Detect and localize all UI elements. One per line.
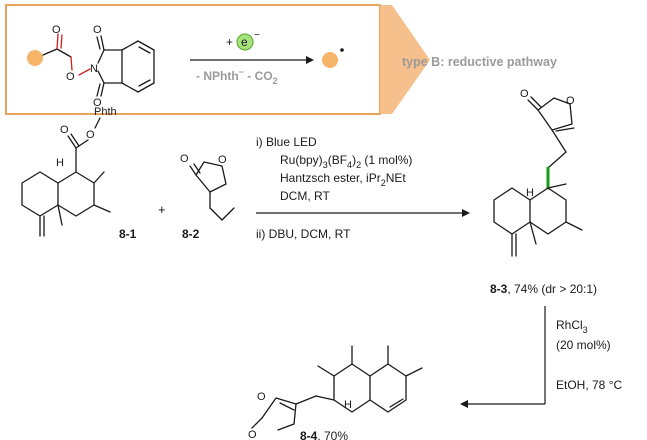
compound-8-4-yield: 8-4, 70% xyxy=(300,429,348,440)
compound-8-1: O O Phth H 8-1 xyxy=(21,106,137,241)
p2-ring-o: O xyxy=(257,391,266,403)
condition-dbu: ii) DBU, DCM, RT xyxy=(256,227,351,241)
electron-circle xyxy=(236,33,254,51)
reaction-conditions-1: i) Blue LED Ru(bpy)3(BF4)2 (1 mol%) Hant… xyxy=(256,135,470,241)
pathway-label: type B: reductive pathway xyxy=(402,55,557,69)
radical-source-circle xyxy=(27,50,43,66)
compound-8-2: O O 8-2 xyxy=(180,153,235,241)
electron-symbol: e xyxy=(241,35,248,49)
pathway-pentagon xyxy=(380,5,430,114)
n-atom: N xyxy=(90,63,98,75)
mechanism-box: type B: reductive pathway O O N O O xyxy=(5,4,557,115)
condition-solvent-i: DCM, RT xyxy=(280,189,330,203)
p2-carbonyl-o: O xyxy=(248,429,257,440)
condition-ethanol: EtOH, 78 °C xyxy=(556,378,622,392)
phth-label: Phth xyxy=(94,106,117,118)
sm1-h-label: H xyxy=(56,157,64,169)
compound-8-4-label: 8-4 xyxy=(300,429,318,440)
electron-charge: − xyxy=(254,30,260,41)
p1-carbonyl-o: O xyxy=(520,88,529,100)
sm1-ester-o: O xyxy=(86,129,95,141)
condition-hantzsch: Hantzsch ester, iPr2NEt xyxy=(280,171,406,188)
p1-h-label: H xyxy=(526,187,534,199)
reaction-plus-sign: + xyxy=(158,202,166,217)
sm2-carbonyl-o: O xyxy=(180,153,189,165)
p2-h-label: H xyxy=(344,399,352,411)
compound-8-3-yield: 8-3, 74% (dr > 20:1) xyxy=(490,282,597,296)
nhpi-ester-structure: O O N O O xyxy=(27,24,155,109)
electron-plus: + xyxy=(226,35,233,49)
compound-8-3-label: 8-3 xyxy=(490,282,508,296)
imide-o-bottom: O xyxy=(93,97,102,109)
sm2-ring-o: O xyxy=(218,154,227,166)
byproducts-label: - NPhth− - CO2 xyxy=(196,67,278,86)
reaction-conditions-2: RhCl3 (20 mol%) EtOH, 78 °C xyxy=(460,306,622,408)
carbonyl-o: O xyxy=(52,24,61,36)
compound-8-3: O O H 8-3, 74% (dr > 20:1) xyxy=(490,88,597,296)
ester-o: O xyxy=(66,71,75,83)
p1-ring-o: O xyxy=(566,95,575,107)
condition-rh-loading: (20 mol%) xyxy=(556,338,611,352)
radical-circle xyxy=(322,52,338,68)
condition-blue-led: i) Blue LED xyxy=(256,135,317,149)
compound-8-2-label: 8-2 xyxy=(182,227,200,241)
condition-ru-catalyst: Ru(bpy)3(BF4)2 (1 mol%) xyxy=(280,153,412,170)
compound-8-4: O O H 8-4, 70% xyxy=(248,345,423,440)
radical-dot xyxy=(340,48,344,52)
compound-8-1-label: 8-1 xyxy=(119,227,137,241)
imide-o-top: O xyxy=(93,24,102,36)
sm1-carbonyl-o: O xyxy=(60,124,69,136)
condition-rhcl3: RhCl3 xyxy=(556,318,588,335)
